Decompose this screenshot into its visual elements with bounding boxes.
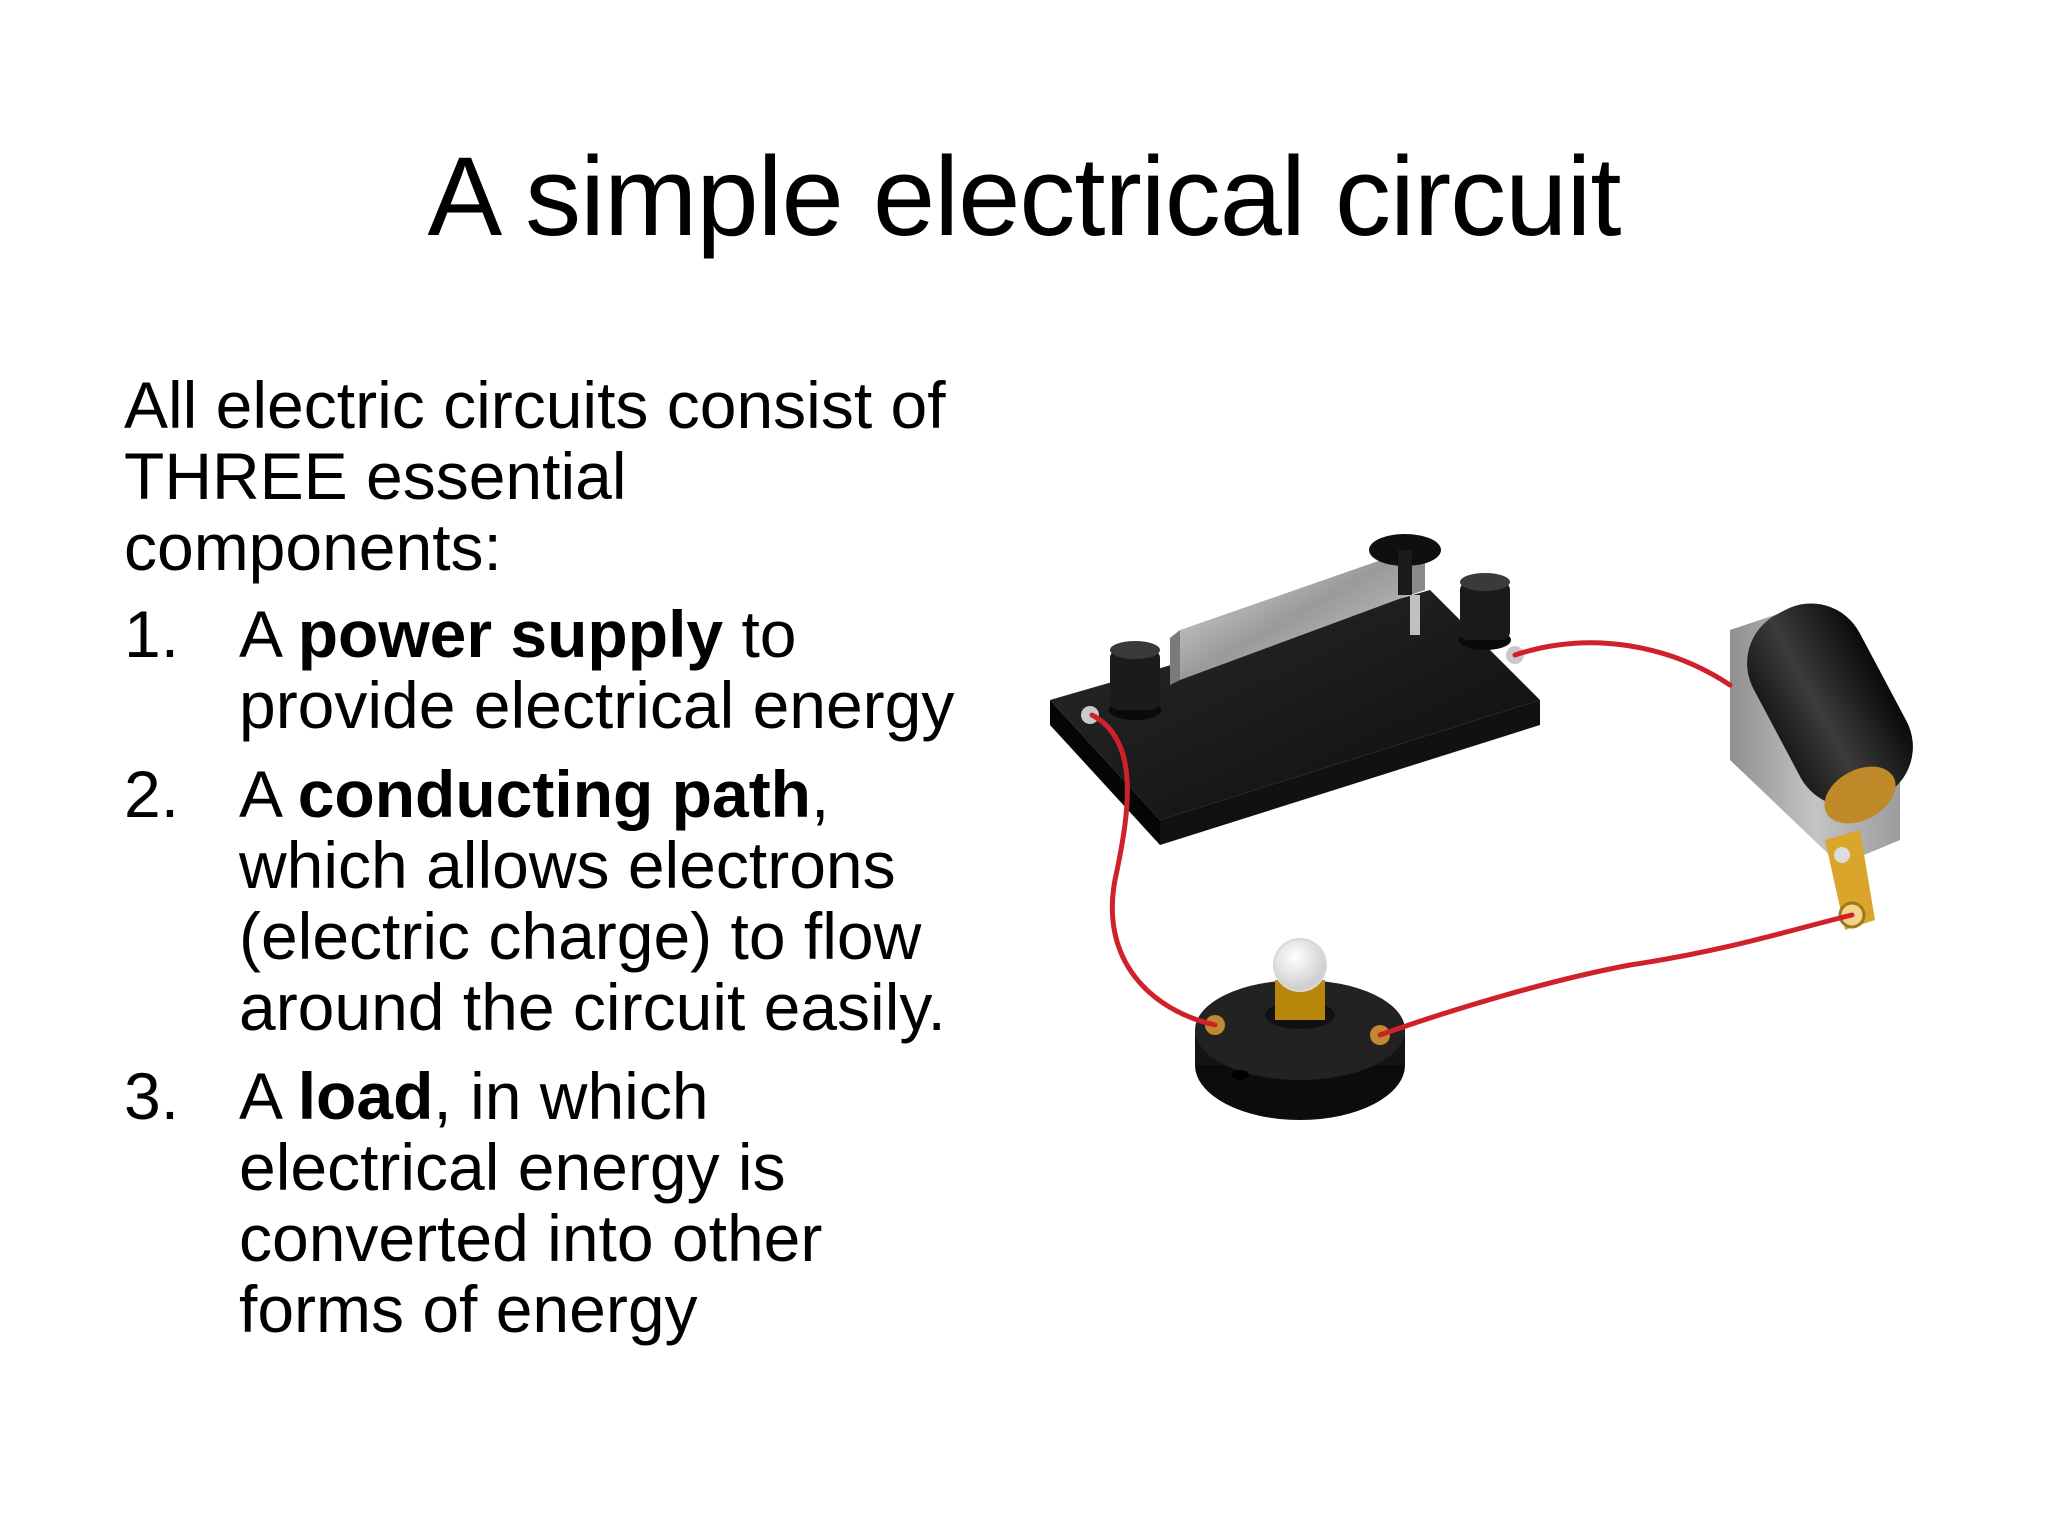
list-item-conducting-path: 2. A conducting path, which allows elect… (124, 759, 1024, 1043)
list-suffix: , in which (433, 1059, 709, 1133)
list-line: (electric charge) to flow (239, 899, 922, 973)
list-line: around the circuit easily. (239, 970, 946, 1044)
list-suffix: , (811, 757, 830, 831)
intro-line: THREE essential (124, 439, 627, 513)
red-wire (1089, 640, 1855, 1038)
intro-line: All electric circuits consist of (124, 368, 946, 442)
list-line: converted into other (239, 1201, 823, 1275)
list-line: provide electrical energy (239, 668, 955, 742)
list-prefix: A (239, 757, 298, 831)
list-line: electrical energy is (239, 1130, 786, 1204)
bulb-holder (1195, 938, 1405, 1120)
knife-switch (1050, 534, 1540, 845)
list-prefix: A (239, 597, 298, 671)
list-item-power-supply: 1. A power supply to provide electrical … (124, 599, 1024, 741)
intro-paragraph: All electric circuits consist of THREE e… (124, 370, 1024, 583)
body-text: All electric circuits consist of THREE e… (124, 370, 1024, 1363)
list-number: 1. (124, 597, 180, 671)
slide-title: A simple electrical circuit (427, 134, 1622, 259)
list-line: forms of energy (239, 1272, 698, 1346)
list-prefix: A (239, 1059, 298, 1133)
intro-line: components: (124, 510, 502, 584)
battery-holder (1730, 603, 1913, 930)
list-suffix: to (723, 597, 797, 671)
list-line: which allows electrons (239, 828, 896, 902)
key-term-load: load (297, 1059, 434, 1133)
list-number: 3. (124, 1059, 180, 1133)
list-line: A conducting path, (239, 759, 1024, 830)
list-item-load: 3. A load, in which electrical energy is… (124, 1061, 1024, 1345)
key-term-conducting-path: conducting path (297, 757, 811, 831)
key-term-power-supply: power supply (297, 597, 724, 671)
circuit-photo (1050, 534, 1913, 1120)
components-list: 1. A power supply to provide electrical … (124, 599, 1024, 1345)
list-line: A load, in which (239, 1061, 1024, 1132)
list-number: 2. (124, 757, 180, 831)
list-line: A power supply to (239, 599, 1024, 670)
